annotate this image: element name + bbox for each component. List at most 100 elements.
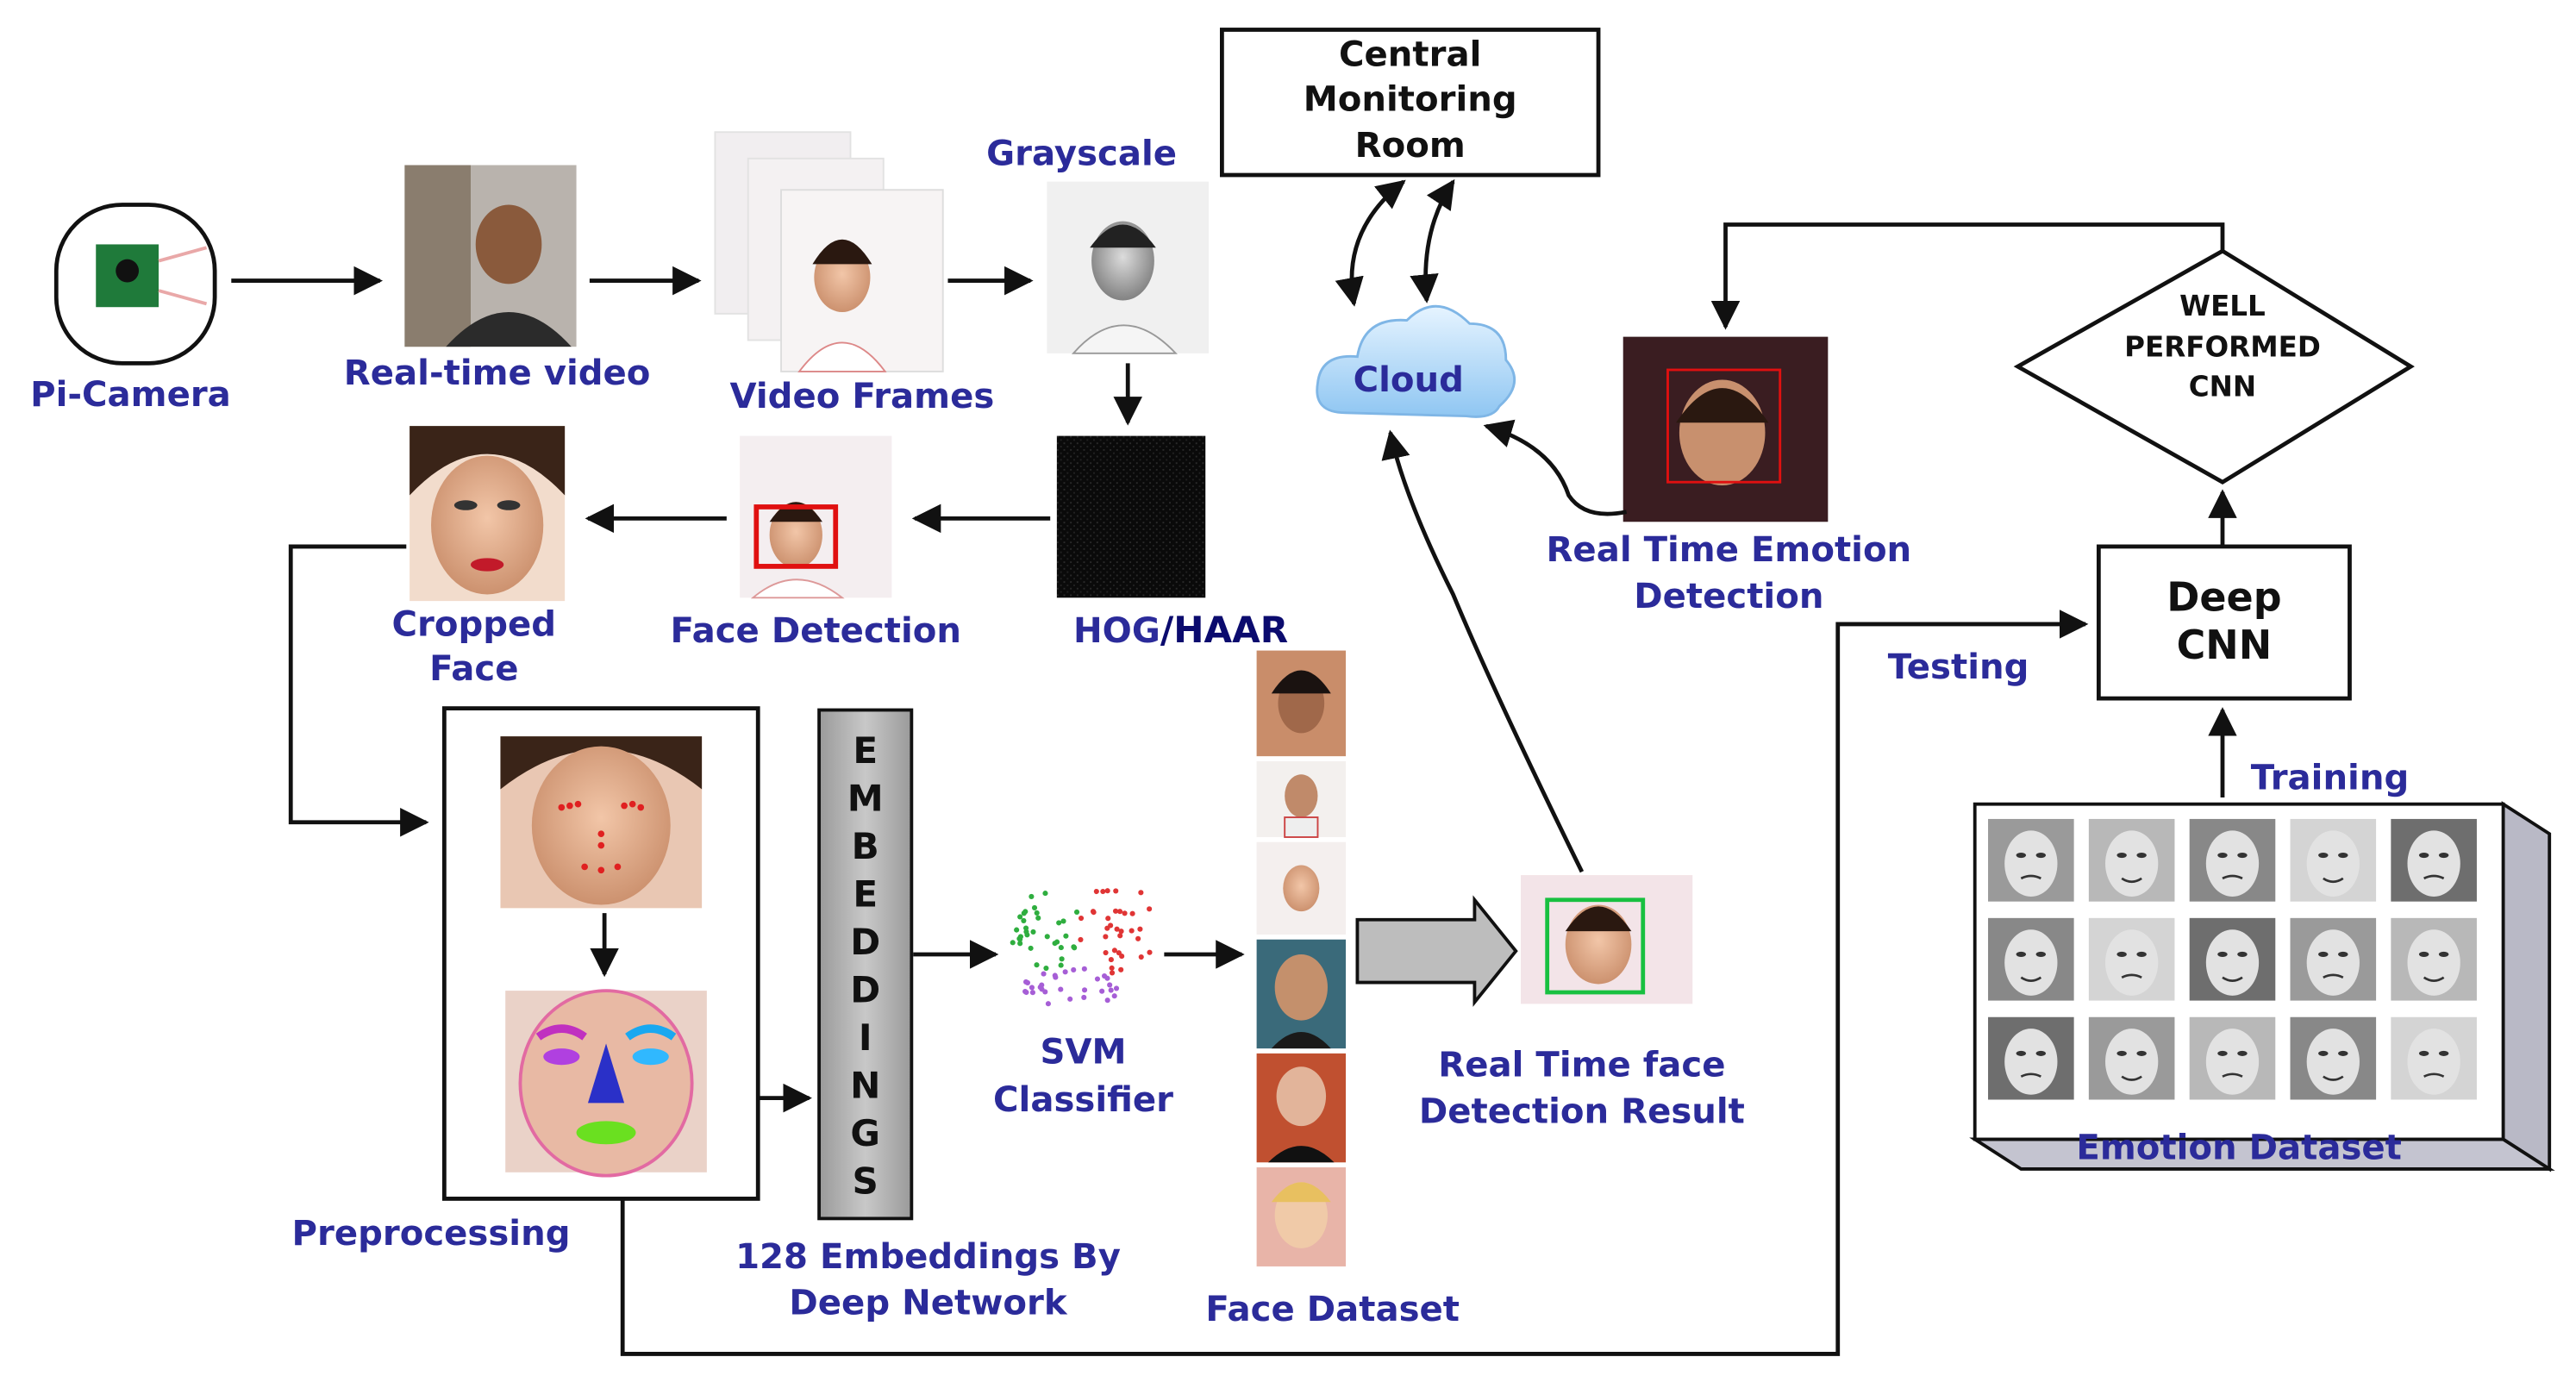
emotion-dataset-label: Emotion Dataset bbox=[2076, 1128, 2401, 1167]
svm-point bbox=[1042, 891, 1048, 897]
svm-point bbox=[1062, 969, 1068, 975]
emotion-face-thumb bbox=[2391, 1016, 2477, 1100]
svm-point bbox=[1052, 941, 1058, 947]
svm-point bbox=[1029, 985, 1035, 991]
preprocessing-face-landmarks bbox=[500, 736, 703, 909]
svm-point bbox=[1093, 888, 1099, 895]
embeddings-letter: N bbox=[850, 1065, 880, 1107]
emotion-face-thumb bbox=[1988, 1016, 2074, 1100]
svm-point bbox=[1103, 934, 1109, 940]
well-performed-diamond bbox=[2013, 248, 2415, 485]
svm-point bbox=[1029, 893, 1035, 900]
svm-point bbox=[1034, 910, 1040, 916]
svm-point bbox=[1044, 934, 1050, 940]
video-frames-image bbox=[714, 131, 944, 372]
emotion-face-thumb bbox=[2088, 818, 2175, 902]
svm-point bbox=[1112, 908, 1119, 914]
pi-camera-label: Pi-Camera bbox=[30, 375, 231, 415]
svm-point bbox=[1071, 966, 1077, 973]
grayscale-label: Grayscale bbox=[986, 134, 1177, 174]
svm-point bbox=[1017, 934, 1023, 940]
svm-point bbox=[1010, 940, 1016, 946]
central-label-2: Monitoring bbox=[1304, 79, 1517, 119]
emotion-face-thumb bbox=[2290, 818, 2377, 902]
preprocessing-face-mask bbox=[505, 989, 707, 1178]
embeddings-letter: E bbox=[853, 729, 878, 772]
svm-point bbox=[1111, 993, 1117, 999]
svm-point bbox=[1114, 926, 1120, 932]
cropped-face-label-2: Face bbox=[429, 649, 518, 689]
embeddings-letter: M bbox=[847, 777, 884, 819]
svm-point bbox=[1100, 888, 1106, 895]
svm-point bbox=[1104, 888, 1110, 894]
emotion-face-thumb bbox=[2088, 917, 2175, 1001]
svm-point bbox=[1043, 965, 1049, 972]
embeddings-block bbox=[817, 708, 914, 1221]
svm-point bbox=[1094, 976, 1101, 982]
embeddings-letter: G bbox=[850, 1112, 880, 1154]
cropped-face-image bbox=[410, 426, 566, 602]
arrow-emotion-to-cloud bbox=[1483, 419, 1628, 516]
embeddings-letters: E M B E D D I N G S bbox=[847, 729, 884, 1203]
hog-image bbox=[1056, 435, 1206, 598]
svm-point bbox=[1147, 949, 1153, 955]
deep-cnn-label-1: Deep bbox=[2166, 574, 2281, 621]
svm-point bbox=[1028, 945, 1034, 951]
emotion-face-thumb bbox=[1988, 818, 2074, 902]
svm-point bbox=[1138, 954, 1144, 960]
svm-point bbox=[1101, 972, 1108, 979]
svm-point bbox=[1113, 985, 1120, 991]
svm-point bbox=[1138, 890, 1144, 896]
svm-point bbox=[1029, 990, 1035, 996]
svm-point bbox=[1090, 909, 1097, 915]
embeddings-letter: D bbox=[850, 969, 880, 1011]
svm-point bbox=[1063, 933, 1069, 939]
emotion-face-thumb bbox=[2088, 1016, 2175, 1100]
well-label-2: PERFORMED bbox=[2124, 331, 2321, 364]
svm-point bbox=[1017, 941, 1023, 947]
svm-point bbox=[1107, 982, 1113, 988]
big-arrow-to-result bbox=[1355, 895, 1518, 1007]
svm-point bbox=[1108, 957, 1114, 963]
svm-point bbox=[1058, 962, 1064, 968]
face-detection-label: Face Detection bbox=[670, 611, 961, 651]
svm-point bbox=[1116, 909, 1123, 915]
emotion-face-thumb bbox=[2189, 818, 2276, 902]
hog-haar-label: HOG/HAAR bbox=[1073, 609, 1288, 651]
svm-point bbox=[1104, 925, 1110, 931]
cropped-face-label-1: Cropped bbox=[392, 604, 557, 644]
rt-face-result-image bbox=[1521, 875, 1693, 1004]
svm-point bbox=[1104, 997, 1110, 1004]
embeddings-letter: B bbox=[852, 825, 879, 867]
emotion-face-thumb bbox=[2189, 1016, 2276, 1100]
svm-point bbox=[1022, 988, 1029, 995]
svm-point bbox=[1111, 947, 1117, 954]
svm-point bbox=[1081, 966, 1087, 972]
emotion-face-grid bbox=[1988, 818, 2477, 1100]
emotion-face-thumb bbox=[1988, 917, 2074, 1001]
emotion-face-thumb bbox=[2189, 917, 2276, 1001]
grayscale-image bbox=[1047, 181, 1210, 354]
svm-scatter-plot bbox=[1010, 888, 1153, 1007]
rt-emotion-image bbox=[1623, 336, 1829, 522]
training-label: Training bbox=[2251, 758, 2410, 797]
result-detection-box bbox=[1545, 897, 1646, 995]
central-label-3: Room bbox=[1355, 126, 1466, 166]
svm-point bbox=[1053, 974, 1059, 980]
emotion-face-thumb bbox=[2290, 1016, 2377, 1100]
arrow-cloud-central-2 bbox=[1410, 178, 1455, 303]
svm-point bbox=[1113, 888, 1119, 894]
svm-point bbox=[1058, 945, 1064, 951]
cloud-label: Cloud bbox=[1354, 360, 1464, 400]
svm-point bbox=[1081, 987, 1088, 993]
svm-point bbox=[1022, 909, 1029, 915]
detection-box bbox=[753, 504, 839, 569]
emotion-face-thumb bbox=[2391, 818, 2477, 902]
deep-cnn-box bbox=[2096, 544, 2352, 701]
rt-face-label-2: Detection Result bbox=[1419, 1091, 1745, 1131]
face-dataset-label: Face Dataset bbox=[1205, 1290, 1460, 1329]
embeddings-letter: S bbox=[853, 1160, 878, 1203]
svm-point bbox=[1078, 915, 1085, 922]
svm-point bbox=[1056, 920, 1062, 926]
